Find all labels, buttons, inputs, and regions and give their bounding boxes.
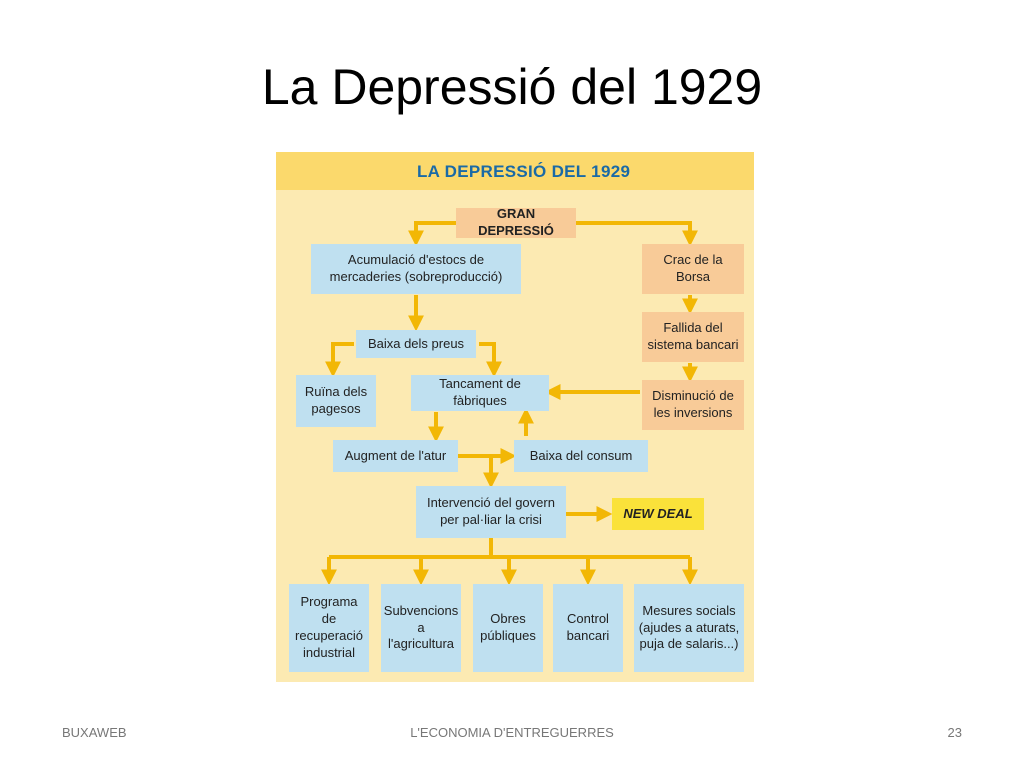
node-baixa-preus: Baixa dels preus [356, 330, 476, 358]
diagram-header-title: LA DEPRESSIÓ DEL 1929 [417, 162, 631, 181]
diagram-header: LA DEPRESSIÓ DEL 1929 [276, 152, 754, 190]
node-intervencio: Intervenció del govern per pal·liar la c… [416, 486, 566, 538]
node-new-deal: NEW DEAL [612, 498, 704, 530]
node-mesures: Mesures socials (ajudes a aturats, puja … [634, 584, 744, 672]
node-programa: Programa de recuperació industrial [289, 584, 369, 672]
slide-number: 23 [947, 725, 962, 740]
node-ruina: Ruïna dels pagesos [296, 375, 376, 427]
footer-left: BUXAWEB [62, 725, 127, 740]
flow-arrows [321, 221, 698, 586]
depression-flowchart: LA DEPRESSIÓ DEL 1929 [276, 152, 754, 682]
node-acumulacio: Acumulació d'estocs de mercaderies (sobr… [311, 244, 521, 294]
node-augment-atur: Augment de l'atur [333, 440, 458, 472]
node-fallida: Fallida del sistema bancari [642, 312, 744, 362]
node-control: Control bancari [553, 584, 623, 672]
node-tancament: Tancament de fàbriques [411, 375, 549, 411]
slide-title: La Depressió del 1929 [261, 59, 763, 115]
arrow-gran-to-acumulacio [408, 221, 458, 247]
node-gran-depressio: GRAN DEPRESSIÓ [456, 206, 576, 238]
node-obres: Obres públiques [473, 584, 543, 672]
arrow-baixa-preus-to-ruina [325, 342, 354, 378]
node-subvencions: Subvencions a l'agricultura [381, 584, 461, 672]
node-disminucio: Disminució de les inversions [642, 380, 744, 430]
node-baixa-consum: Baixa del consum [514, 440, 648, 472]
arrow-gran-to-crac [574, 221, 698, 247]
arrow-baixa-preus-to-tancament [479, 342, 502, 378]
footer-center: L'ECONOMIA D'ENTREGUERRES [410, 725, 614, 740]
node-crac: Crac de la Borsa [642, 244, 744, 294]
